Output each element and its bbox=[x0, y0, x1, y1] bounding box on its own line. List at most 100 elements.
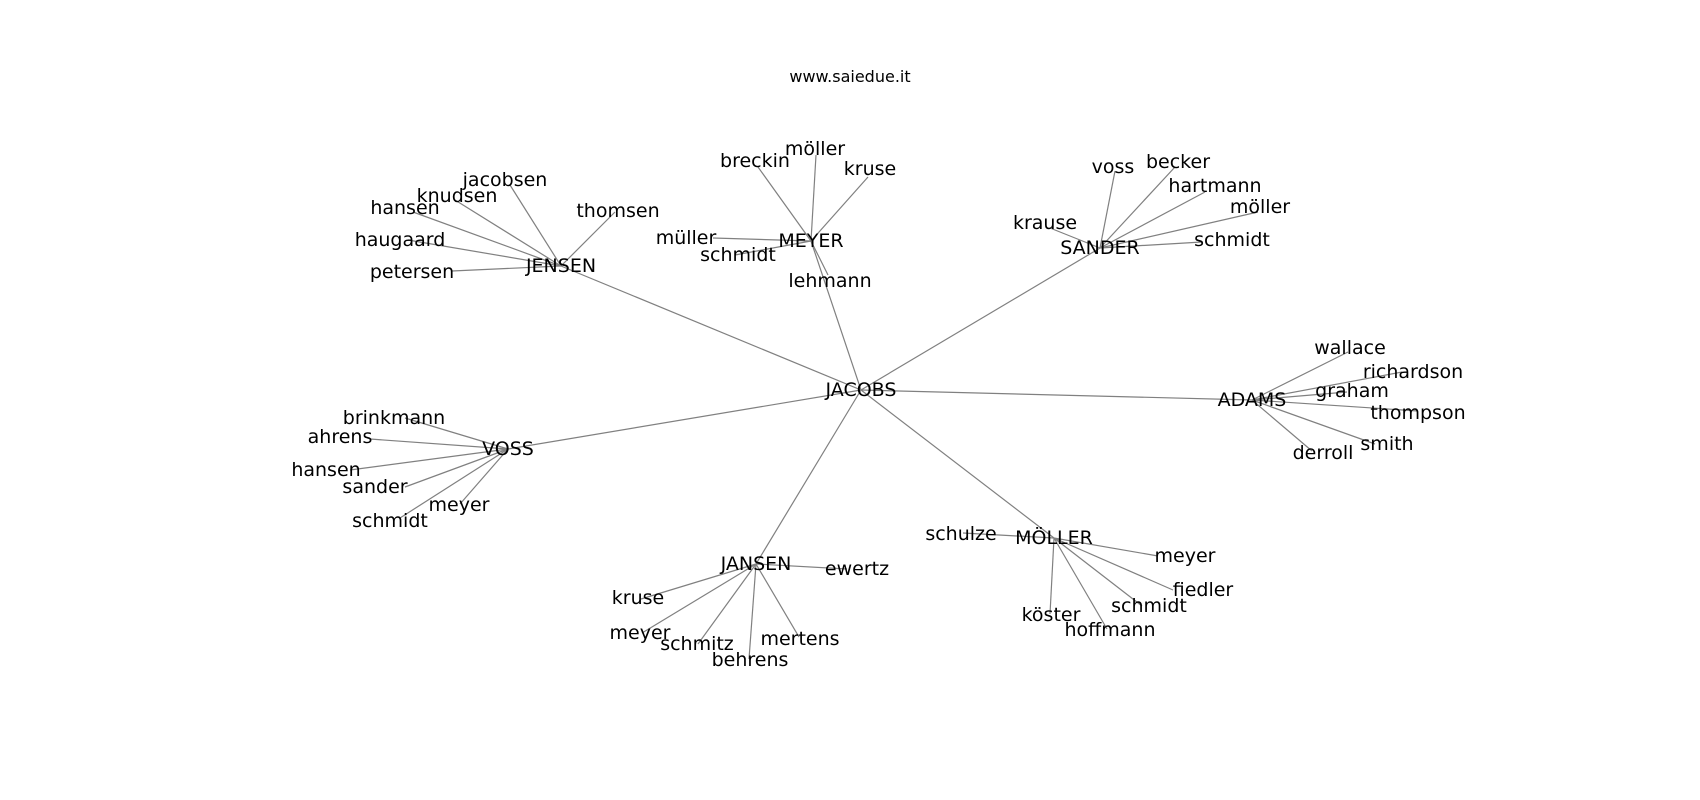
edge-meyer-leaf bbox=[810, 154, 817, 242]
edges-layer bbox=[349, 154, 1419, 660]
edge-meyer-leaf bbox=[810, 176, 869, 242]
edge-moller-leaf bbox=[1049, 537, 1055, 615]
edge-jansen-leaf bbox=[640, 563, 757, 600]
node-leaf: breckin bbox=[720, 150, 790, 172]
node-leaf: möller bbox=[1230, 196, 1290, 218]
node-hub: JANSEN bbox=[720, 553, 792, 575]
node-leaf: schmidt bbox=[700, 244, 776, 266]
node-leaf: becker bbox=[1146, 151, 1210, 173]
node-hub: MEYER bbox=[778, 230, 843, 252]
node-leaf: hoffmann bbox=[1065, 619, 1156, 641]
node-leaf: wallace bbox=[1314, 337, 1386, 359]
labels-layer: JACOBSJENSENjacobsenknudsenhansenhaugaar… bbox=[291, 138, 1465, 671]
edge-moller-leaf bbox=[1053, 537, 1108, 630]
node-leaf: schmitz bbox=[660, 633, 734, 655]
edge-jensen-leaf bbox=[407, 239, 562, 267]
edge-voss-leaf bbox=[349, 448, 509, 471]
node-hub: VOSS bbox=[482, 438, 534, 460]
edge-root-jensen bbox=[560, 265, 862, 391]
node-leaf: brinkmann bbox=[343, 407, 445, 429]
edge-voss-leaf bbox=[459, 448, 509, 505]
node-leaf: voss bbox=[1092, 156, 1135, 178]
node-leaf: schmidt bbox=[1194, 229, 1270, 251]
edge-voss-leaf bbox=[404, 417, 509, 450]
edge-sander-leaf bbox=[1049, 227, 1101, 249]
edge-jensen-leaf bbox=[509, 184, 562, 267]
edge-voss-leaf bbox=[404, 448, 509, 488]
node-leaf: schulze bbox=[925, 523, 996, 545]
edge-jensen-leaf bbox=[560, 211, 616, 267]
edge-meyer-leaf bbox=[712, 237, 812, 242]
edge-jansen-leaf bbox=[755, 563, 800, 638]
node-leaf: schmidt bbox=[1111, 595, 1187, 617]
node-root: JACOBS bbox=[825, 379, 897, 401]
edge-adams-leaf bbox=[1251, 399, 1313, 452]
edge-adams-leaf bbox=[1251, 399, 1376, 445]
edge-sander-leaf bbox=[1099, 170, 1116, 249]
edge-moller-leaf bbox=[1053, 537, 1159, 557]
node-leaf: kruse bbox=[844, 158, 896, 180]
node-leaf: meyer bbox=[429, 494, 490, 516]
node-leaf: hartmann bbox=[1168, 175, 1261, 197]
edge-moller-leaf bbox=[1053, 537, 1174, 591]
edge-sander-leaf bbox=[1099, 191, 1206, 249]
node-leaf: fiedler bbox=[1173, 579, 1234, 601]
node-leaf: meyer bbox=[1155, 545, 1216, 567]
node-hub: MÖLLER bbox=[1015, 526, 1093, 549]
node-leaf: ahrens bbox=[308, 426, 373, 448]
node-leaf: richardson bbox=[1363, 361, 1463, 383]
node-leaf: schmidt bbox=[352, 510, 428, 532]
node-leaf: haugaard bbox=[355, 229, 446, 251]
node-leaf: thompson bbox=[1370, 402, 1465, 424]
edge-jansen-leaf bbox=[748, 563, 757, 660]
node-leaf: müller bbox=[656, 227, 717, 249]
diagram-title: www.saiedue.it bbox=[789, 67, 910, 86]
node-leaf: mertens bbox=[760, 628, 839, 650]
node-leaf: smith bbox=[1360, 433, 1413, 455]
node-leaf: thomsen bbox=[576, 200, 659, 222]
node-leaf: jacobsen bbox=[462, 169, 548, 191]
edge-moller-leaf bbox=[1053, 537, 1143, 607]
edge-jansen-leaf bbox=[697, 563, 757, 645]
node-leaf: kruse bbox=[612, 587, 664, 609]
edge-jansen-leaf bbox=[641, 563, 757, 634]
edge-root-adams bbox=[860, 389, 1253, 401]
edge-root-voss bbox=[507, 389, 862, 450]
node-leaf: graham bbox=[1315, 380, 1389, 402]
node-hub: ADAMS bbox=[1218, 389, 1287, 411]
node-hub: SANDER bbox=[1060, 237, 1139, 259]
node-leaf: behrens bbox=[712, 649, 789, 671]
node-leaf: derroll bbox=[1293, 442, 1354, 464]
node-leaf: hansen bbox=[370, 197, 439, 219]
edge-adams-leaf bbox=[1251, 351, 1349, 401]
edge-jensen-leaf bbox=[451, 265, 562, 272]
edge-adams-leaf bbox=[1251, 391, 1348, 401]
edge-sander-leaf bbox=[1099, 166, 1176, 249]
node-leaf: hansen bbox=[291, 459, 360, 481]
edge-jensen-leaf bbox=[454, 199, 562, 267]
node-leaf: sander bbox=[342, 476, 407, 498]
edge-meyer-leaf bbox=[757, 166, 812, 242]
node-leaf: krause bbox=[1013, 212, 1077, 234]
edge-voss-leaf bbox=[369, 438, 509, 450]
edge-sander-leaf bbox=[1099, 241, 1203, 249]
edge-voss-leaf bbox=[399, 448, 509, 519]
node-leaf: petersen bbox=[370, 261, 454, 283]
edge-meyer-leaf bbox=[810, 240, 829, 276]
edge-root-jansen bbox=[755, 389, 862, 565]
node-leaf: ewertz bbox=[825, 558, 889, 580]
node-leaf: köster bbox=[1022, 604, 1081, 626]
edge-root-sander bbox=[860, 247, 1101, 391]
edge-jansen-leaf bbox=[755, 563, 848, 570]
edge-jensen-leaf bbox=[412, 211, 562, 267]
edge-moller-leaf bbox=[962, 532, 1055, 539]
edge-root-meyer bbox=[810, 240, 862, 391]
node-leaf: möller bbox=[785, 138, 845, 160]
edge-meyer-leaf bbox=[734, 240, 812, 256]
node-hub: JENSEN bbox=[525, 255, 596, 277]
node-leaf: knudsen bbox=[417, 185, 498, 207]
node-leaf: lehmann bbox=[788, 270, 871, 292]
edge-adams-leaf bbox=[1251, 399, 1419, 412]
edge-root-moller bbox=[860, 389, 1055, 539]
